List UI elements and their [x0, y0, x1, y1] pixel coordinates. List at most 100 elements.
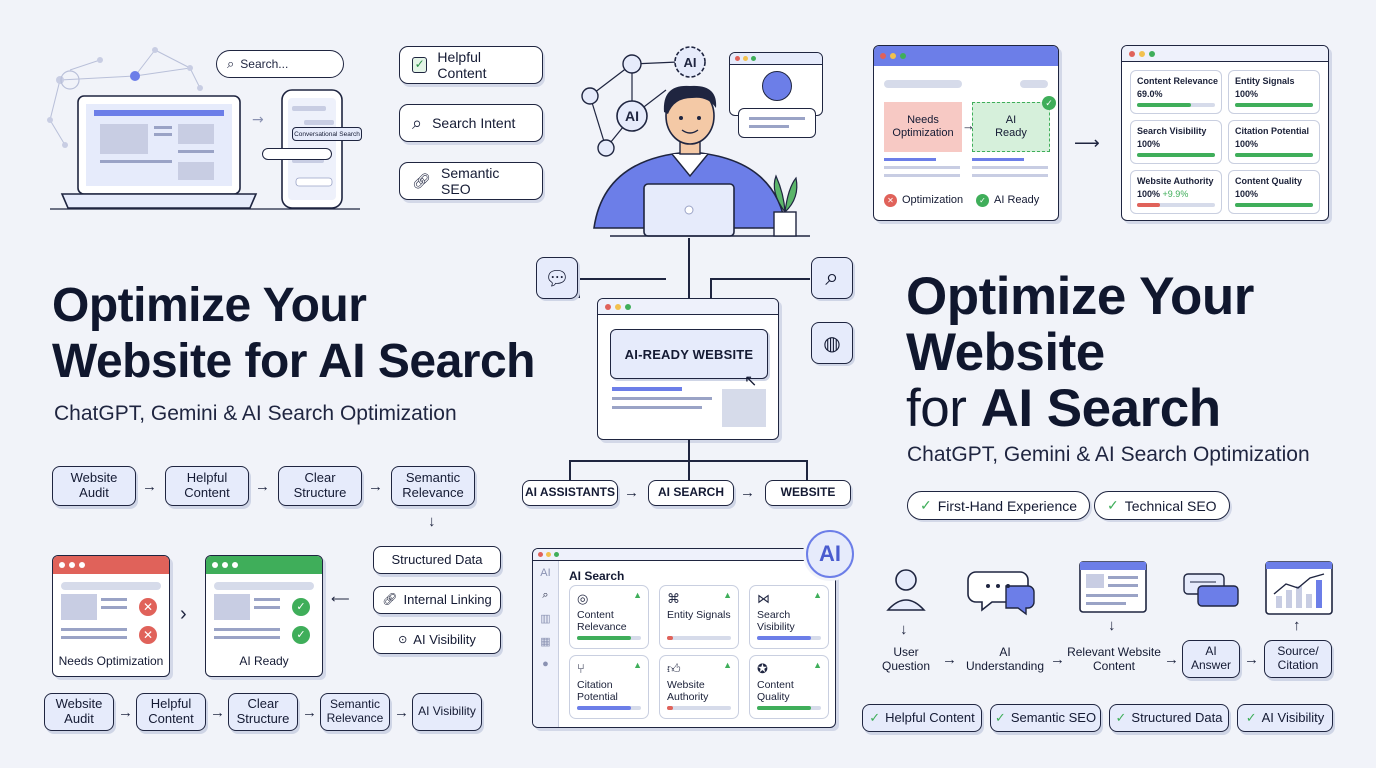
- svg-text:AI: AI: [625, 108, 639, 124]
- flow-step-helpful-content[interactable]: Helpful Content: [165, 466, 249, 506]
- right-title-line3: for AI Search: [906, 378, 1221, 439]
- branch-ai-assistants[interactable]: AI ASSISTANTS: [522, 480, 618, 506]
- ai-chip-icon: ⊙: [398, 633, 408, 646]
- svg-text:→: →: [252, 112, 264, 128]
- badge-first-hand-experience[interactable]: ✓ First-Hand Experience: [907, 491, 1091, 520]
- badge-helpful-content[interactable]: ✓Helpful Content: [862, 704, 982, 732]
- flow-step-website-audit[interactable]: Website Audit: [44, 693, 114, 731]
- legend-ai-ready: AI Ready: [994, 194, 1040, 206]
- chip-helpful-content[interactable]: ✓ Helpful Content: [399, 46, 543, 84]
- step-ai-visibility[interactable]: ⊙ AI Visibility: [373, 626, 501, 654]
- chip-label: Search Intent: [432, 115, 516, 131]
- search-icon[interactable]: ⌕: [542, 589, 549, 601]
- list-icon[interactable]: ●: [542, 658, 549, 670]
- check-icon: ✓: [869, 709, 881, 725]
- connector: [710, 278, 712, 298]
- flow-step-semantic-relevance[interactable]: Semantic Relevance: [391, 466, 475, 506]
- process-icons: [886, 561, 1333, 616]
- step-structured-data[interactable]: Structured Data: [373, 546, 501, 574]
- badge-ai-visibility[interactable]: ✓AI Visibility: [1237, 704, 1333, 732]
- badge-label: First-Hand Experience: [937, 497, 1078, 514]
- left-subtitle: ChatGPT, Gemini & AI Search Optimization: [54, 402, 457, 425]
- metric-value: 100%: [1235, 189, 1259, 199]
- flow-step-website-audit[interactable]: Website Audit: [52, 466, 136, 506]
- trend-up-icon: ▲: [723, 660, 732, 670]
- metric-card[interactable]: 👍︎▲Website Authority: [659, 655, 739, 719]
- metric-value: 69.0%: [1137, 89, 1163, 99]
- chip-search-intent[interactable]: ⌕ Search Intent: [399, 104, 543, 142]
- connector: [569, 460, 807, 462]
- x-circle-icon: ✕: [884, 194, 897, 207]
- metric-label: Citation Potential: [1235, 126, 1309, 136]
- arrow-icon: →: [1164, 651, 1179, 668]
- arrow-icon: →: [302, 704, 317, 721]
- step-internal-linking[interactable]: 🔗︎ Internal Linking: [373, 586, 501, 614]
- badge-label: Semantic SEO: [1010, 709, 1097, 725]
- chart-icon[interactable]: ▥: [540, 613, 551, 625]
- trend-up-icon: ▲: [813, 660, 822, 670]
- metric-card[interactable]: ◎▲Content Relevance: [569, 585, 649, 649]
- metric-bar: [667, 706, 731, 710]
- branch-ai-search[interactable]: AI SEARCH: [648, 480, 734, 506]
- globe-icon[interactable]: ◍: [811, 322, 853, 364]
- check-icon: ✓: [920, 497, 932, 513]
- arrow-down-icon: ↓: [428, 513, 436, 530]
- flow-step-semantic-relevance[interactable]: Semantic Relevance: [320, 693, 390, 731]
- connector: [569, 460, 571, 480]
- flow-step-clear-structure[interactable]: Clear Structure: [278, 466, 362, 506]
- process-user-question: User Question: [881, 645, 931, 674]
- flow-step-helpful-content[interactable]: Helpful Content: [136, 693, 206, 731]
- flow-step-ai-visibility[interactable]: AI Visibility: [412, 693, 482, 731]
- metric-value: 100%: [1235, 139, 1259, 149]
- grid-icon[interactable]: ▦: [540, 636, 551, 648]
- ai-ready-website-button[interactable]: AI-READY WEBSITE: [610, 329, 768, 379]
- chat-icon[interactable]: 💬︎: [536, 257, 578, 299]
- process-ai-answer[interactable]: AI Answer: [1182, 640, 1240, 678]
- conversational-search-bubble: Conversational Search: [292, 127, 362, 141]
- arrow-icon: ⟶: [1074, 133, 1100, 153]
- metric-card[interactable]: ✪▲Content Quality: [749, 655, 829, 719]
- arrow-icon: →: [1244, 651, 1259, 668]
- trend-up-icon: ▲: [813, 590, 822, 600]
- optimization-window: Needs Optimization → AI Ready ✓ ✕ Optimi…: [873, 45, 1059, 221]
- search-icon[interactable]: ⌕: [811, 257, 853, 299]
- window-caption: AI Ready: [239, 654, 289, 668]
- badge-label: Helpful Content: [885, 709, 975, 725]
- metric-delta: +9.9%: [1162, 189, 1189, 199]
- metric-label: Content Relevance: [577, 608, 627, 633]
- metric-card[interactable]: ⋈▲Search Visibility: [749, 585, 829, 649]
- connector: [688, 238, 690, 298]
- check-square-icon: ✓: [412, 57, 428, 73]
- ai-badge-label: AI: [819, 541, 841, 566]
- ai-logo-icon[interactable]: AI: [540, 567, 551, 579]
- arrow-icon: →: [118, 704, 133, 721]
- left-title-line2: Website for AI Search: [52, 335, 535, 388]
- flow-step-clear-structure[interactable]: Clear Structure: [228, 693, 298, 731]
- chip-semantic-seo[interactable]: 🔗︎ Semantic SEO: [399, 162, 543, 200]
- arrow-icon: →: [1050, 651, 1065, 668]
- left-title-line1: Optimize Your: [52, 279, 367, 332]
- thumbs-up-icon: 👍︎: [667, 661, 681, 676]
- legend-optimization: Optimization: [902, 194, 964, 206]
- process-ai-understanding: AI Understanding: [965, 645, 1045, 674]
- person-illustration: AI AI: [581, 46, 810, 237]
- metric-bar: [1137, 153, 1215, 157]
- metric-card[interactable]: ⌘▲Entity Signals: [659, 585, 739, 649]
- metric-card[interactable]: ⑂▲Citation Potential: [569, 655, 649, 719]
- metric-value: 100%: [1235, 89, 1259, 99]
- step-label: Internal Linking: [403, 591, 492, 607]
- search-bubble[interactable]: ⌕ Search...: [216, 50, 344, 78]
- arrow-icon: →: [740, 484, 755, 501]
- branch-website[interactable]: WEBSITE: [765, 480, 851, 506]
- svg-text:AI: AI: [684, 55, 697, 70]
- process-source-citation[interactable]: Source/ Citation: [1264, 640, 1332, 678]
- search-icon: ⌕: [227, 56, 235, 71]
- metric-bar: [1235, 103, 1313, 107]
- badge-structured-data[interactable]: ✓Structured Data: [1109, 704, 1229, 732]
- check-icon: ✓: [994, 709, 1006, 725]
- window-caption: Needs Optimization: [58, 654, 164, 668]
- badge-technical-seo[interactable]: ✓Technical SEO: [1094, 491, 1230, 520]
- check-icon: ✓: [1245, 709, 1257, 725]
- badge-semantic-seo[interactable]: ✓Semantic SEO: [990, 704, 1101, 732]
